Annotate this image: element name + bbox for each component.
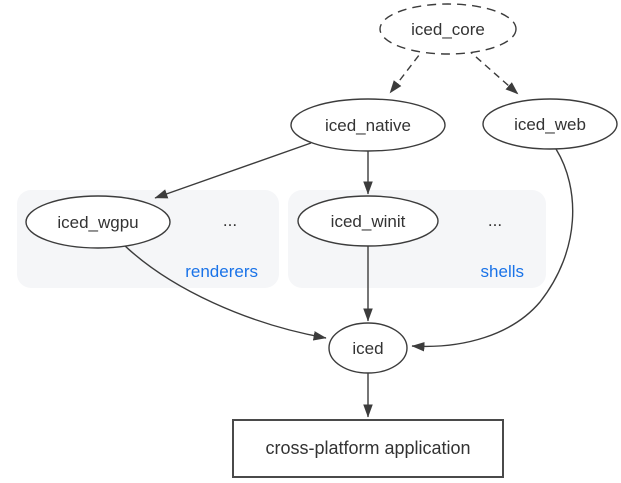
group-label-shells: shells (481, 262, 524, 281)
node-iced-native-shape (290, 98, 446, 152)
node-iced-shape (328, 322, 408, 374)
node-iced-wgpu-shape (25, 195, 171, 249)
node-iced-web-label: iced_web (514, 115, 586, 134)
node-iced-wgpu-label: iced_wgpu (57, 213, 138, 232)
ellipsis-shells: ... (488, 211, 502, 230)
edge-web-iced (411, 148, 574, 352)
node-app-box (232, 419, 504, 478)
node-iced-native-label: iced_native (325, 116, 411, 135)
ellipsis-renderers: ... (223, 211, 237, 230)
node-iced-web-shape (482, 98, 618, 150)
node-iced-label: iced (352, 339, 383, 358)
edge-native-wgpu (154, 142, 312, 199)
node-app-label: cross-platform application (265, 438, 470, 458)
node-iced-core-label: iced_core (411, 20, 485, 39)
node-iced-winit-shape (297, 195, 439, 247)
node-iced-core-shape (379, 3, 517, 55)
group-label-renderers: renderers (185, 262, 258, 281)
node-iced-winit-label: iced_winit (331, 212, 406, 231)
edge-core-web (466, 48, 519, 95)
edge-core-native (389, 45, 427, 94)
edge-wgpu-iced (122, 243, 327, 341)
